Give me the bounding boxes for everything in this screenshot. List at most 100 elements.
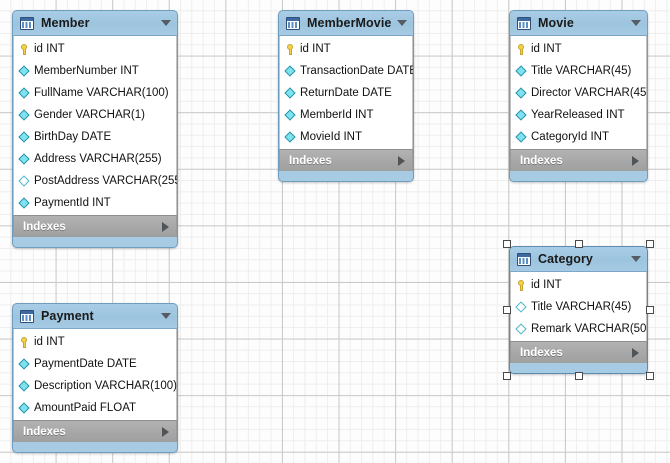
diamond-icon [284,87,297,100]
table-header-payment[interactable]: Payment [13,304,177,329]
table-title: Member [41,16,90,30]
table-node-category[interactable]: Category id INT Title VARCHAR(45)Remark VA… [509,246,648,374]
diamond-icon [18,380,31,393]
expand-right-icon[interactable] [398,155,405,166]
table-icon [20,16,34,30]
column-label: PaymentDate DATE [34,357,137,370]
diamond-icon [18,197,31,210]
column-row[interactable]: PaymentId INT [14,192,176,214]
diamond-icon [18,402,31,415]
expand-right-icon[interactable] [162,426,169,437]
diamond-icon [284,65,297,78]
column-label: Gender VARCHAR(1) [34,108,145,121]
table-node-member[interactable]: Member id INT MemberNumber INT FullName VAR… [12,10,178,248]
column-label: MemberId INT [300,108,374,121]
column-row[interactable]: MemberId INT [280,104,412,126]
table-header-movie[interactable]: Movie [510,11,647,36]
column-row[interactable]: MemberNumber INT [14,60,176,82]
chevron-down-icon[interactable] [161,20,171,26]
selection-handle-e[interactable] [646,306,654,314]
column-label: FullName VARCHAR(100) [34,86,169,99]
diamond-icon [515,87,528,100]
column-row[interactable]: id INT [14,331,176,353]
table-footer [510,171,647,181]
column-label: CategoryId INT [531,130,609,143]
key-icon [284,43,297,56]
column-row[interactable]: Title VARCHAR(45) [511,296,646,318]
column-row[interactable]: FullName VARCHAR(100) [14,82,176,104]
column-label: MemberNumber INT [34,64,139,77]
selection-handle-w[interactable] [503,306,511,314]
column-row[interactable]: Director VARCHAR(45) [511,82,647,104]
column-label: YearReleased INT [531,108,625,121]
column-label: id INT [300,42,331,55]
column-row[interactable]: ReturnDate DATE [280,82,412,104]
column-row[interactable]: id INT [511,274,646,296]
chevron-down-icon[interactable] [631,20,641,26]
table-header-member[interactable]: Member [13,11,177,36]
column-row[interactable]: Address VARCHAR(255) [14,148,176,170]
selection-handle-n[interactable] [574,240,583,248]
key-icon [18,43,31,56]
column-row[interactable]: Description VARCHAR(100) [14,375,177,397]
selection-handle-ne[interactable] [646,240,654,248]
selection-handle-se[interactable] [646,372,654,380]
chevron-down-icon[interactable] [631,256,641,262]
diamond-outline-icon [515,301,528,314]
column-row[interactable]: AmountPaid FLOAT [14,397,176,419]
table-icon [20,309,34,323]
chevron-down-icon[interactable] [161,313,171,319]
column-row[interactable]: id INT [14,38,176,60]
column-row[interactable]: id INT [511,38,646,60]
table-footer [13,237,177,247]
column-row[interactable]: MovieId INT [280,126,412,148]
column-row[interactable]: PostAddress VARCHAR(255) [14,170,177,192]
column-row[interactable]: PaymentDate DATE [14,353,176,375]
selection-handle-sw[interactable] [503,372,511,380]
column-row[interactable]: BirthDay DATE [14,126,176,148]
table-columns: id INT MemberNumber INT FullName VARCHAR(1… [13,36,177,215]
diamond-outline-icon [18,175,31,188]
indexes-label: Indexes [289,154,332,167]
expand-right-icon[interactable] [632,347,639,358]
column-label: Description VARCHAR(100) [34,379,177,392]
column-label: AmountPaid FLOAT [34,401,137,414]
indexes-section[interactable]: Indexes [510,149,647,171]
table-header-category[interactable]: Category [510,247,647,272]
column-row[interactable]: TransactionDate DATE [280,60,414,82]
indexes-label: Indexes [23,220,66,233]
diamond-icon [18,109,31,122]
column-label: TransactionDate DATE [300,64,414,77]
table-header-membermovie[interactable]: MemberMovie [279,11,413,36]
table-columns: id INT TransactionDate DATE ReturnDate DAT… [279,36,413,149]
column-row[interactable]: id INT [280,38,412,60]
key-icon [515,279,528,292]
indexes-label: Indexes [23,425,66,438]
selection-handle-nw[interactable] [503,240,511,248]
indexes-section[interactable]: Indexes [510,341,647,363]
column-row[interactable]: Remark VARCHAR(500) [511,318,647,340]
column-row[interactable]: Title VARCHAR(45) [511,60,646,82]
indexes-section[interactable]: Indexes [13,420,177,442]
table-icon [517,252,531,266]
column-label: MovieId INT [300,130,362,143]
table-node-membermovie[interactable]: MemberMovie id INT TransactionDate DATE Ret… [278,10,414,182]
expand-right-icon[interactable] [162,221,169,232]
indexes-section[interactable]: Indexes [13,215,177,237]
column-row[interactable]: Gender VARCHAR(1) [14,104,176,126]
column-label: id INT [531,278,562,291]
table-footer [510,363,647,373]
diamond-icon [18,358,31,371]
selection-handle-s[interactable] [574,372,583,380]
column-row[interactable]: YearReleased INT [511,104,646,126]
table-footer [13,442,177,452]
chevron-down-icon[interactable] [397,20,407,26]
indexes-section[interactable]: Indexes [279,149,413,171]
column-row[interactable]: CategoryId INT [511,126,646,148]
column-label: PaymentId INT [34,196,111,209]
expand-right-icon[interactable] [632,155,639,166]
